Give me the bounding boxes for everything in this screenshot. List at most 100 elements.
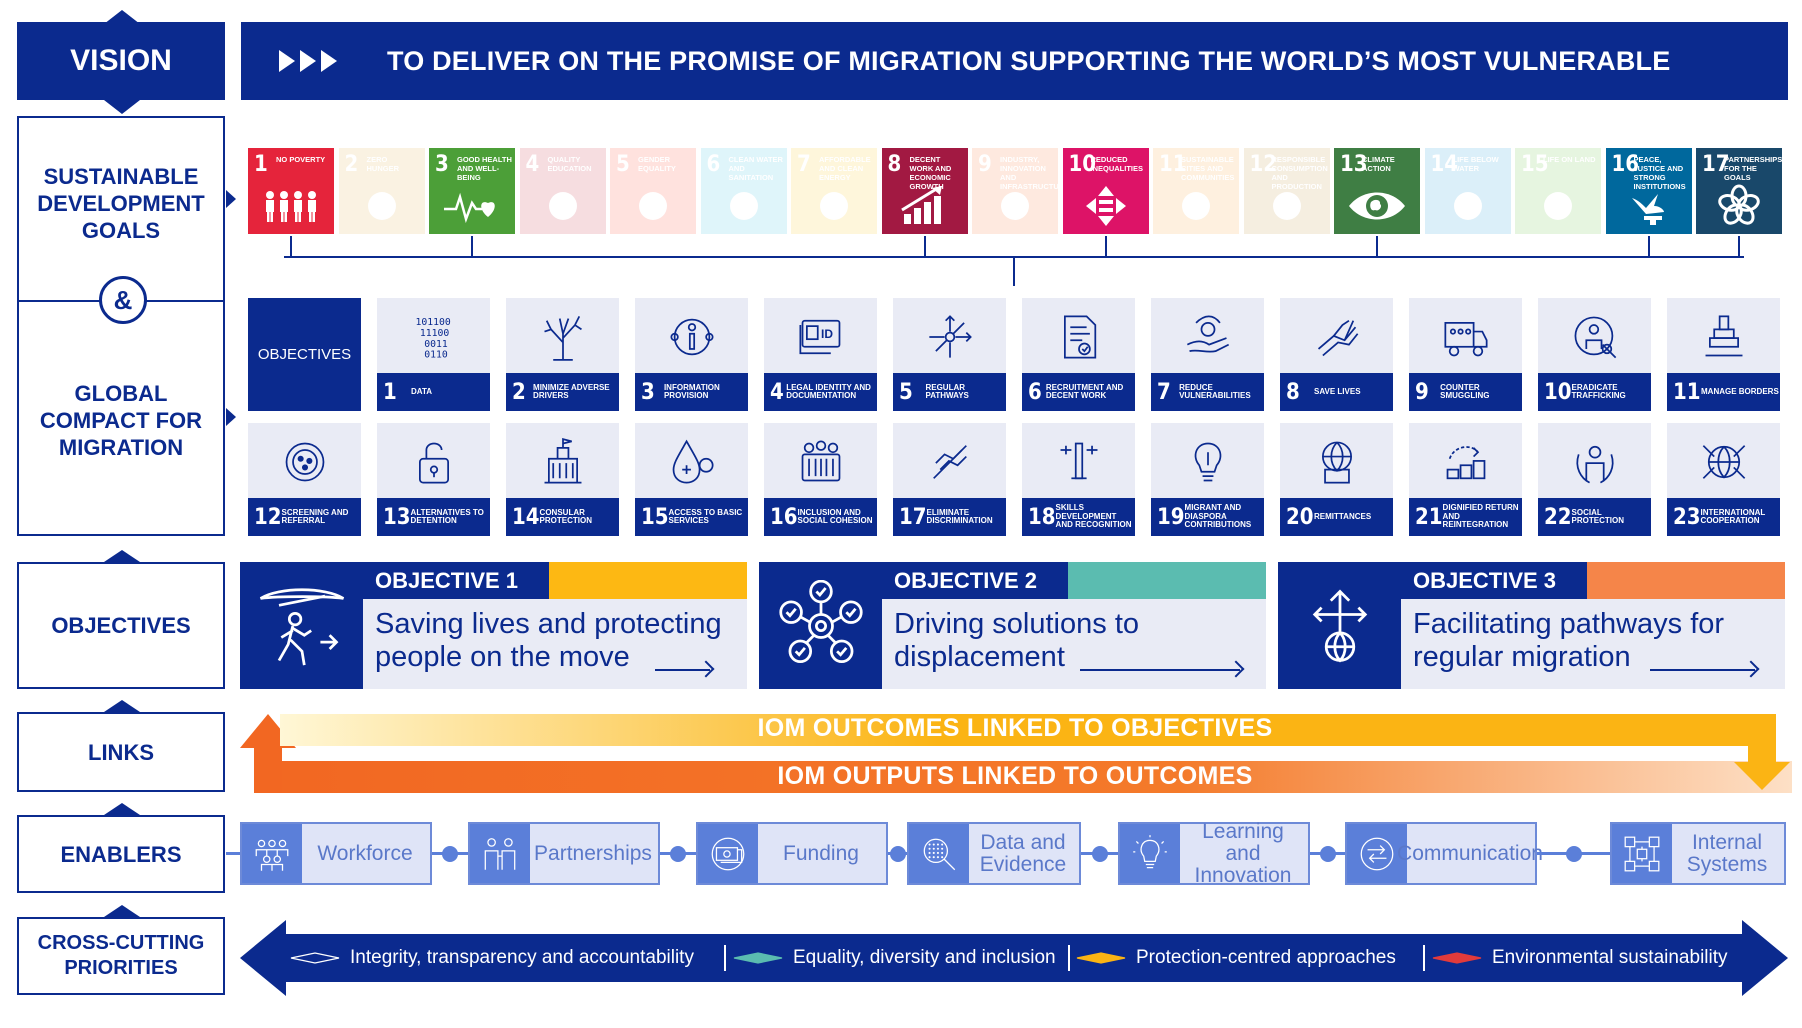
gcm-label: LEGAL IDENTITY AND DOCUMENTATION bbox=[786, 382, 871, 400]
gcm-number: 9 bbox=[1415, 379, 1429, 405]
cross-cutting-label: Equality, diversity and inclusion bbox=[793, 947, 1056, 968]
gcm-objectives-label: OBJECTIVES bbox=[257, 346, 352, 363]
sdg-label: ZERO HUNGER bbox=[366, 155, 400, 173]
gcm-label: ALTERNATIVES TO DETENTION bbox=[410, 507, 484, 525]
objective-card-1: OBJECTIVE 1 Saving lives and protecting … bbox=[240, 562, 747, 689]
truck-icon bbox=[1409, 306, 1522, 368]
gcm-objective-tile-13: 13 ALTERNATIVES TO DETENTION bbox=[377, 423, 490, 536]
id-card-icon: ID bbox=[764, 306, 877, 368]
sun-icon bbox=[801, 184, 867, 228]
cross-cutting-label: Environmental sustainability bbox=[1492, 947, 1728, 968]
enabler-label: Learning and Innovation bbox=[1194, 819, 1292, 887]
partnerships-icon bbox=[470, 824, 530, 883]
cross-cutting-item-1: Integrity, transparency and accountabili… bbox=[290, 943, 694, 973]
lightbulb-icon bbox=[1120, 824, 1180, 883]
cross-cutting-label: Protection-centred approaches bbox=[1136, 947, 1396, 968]
enabler-connector bbox=[226, 852, 240, 855]
enabler-connector-dot bbox=[1565, 846, 1582, 862]
sdg-label: SUSTAINABLE CITIES AND COMMUNITIES bbox=[1181, 155, 1235, 182]
caret-up-icon bbox=[104, 550, 140, 562]
gcm-objective-tile-4: ID 4 LEGAL IDENTITY AND DOCUMENTATION bbox=[764, 298, 877, 411]
gcm-label: INTERNATIONAL COOPERATION bbox=[1700, 507, 1766, 525]
gcm-tile-bar: 17 ELIMINATE DISCRIMINATION bbox=[893, 498, 1006, 536]
helping-hands-icon bbox=[1151, 306, 1264, 368]
arrow-right-icon bbox=[1650, 669, 1755, 671]
sdg-tile-6: 6 CLEAN WATER AND SANITATION bbox=[700, 148, 787, 234]
gcm-label: SOCIAL PROTECTION bbox=[1571, 507, 1624, 525]
gcm-label: SAVE LIVES bbox=[1314, 386, 1361, 396]
gcm-number: 18 bbox=[1028, 504, 1056, 530]
enabler-connector-dot bbox=[670, 846, 686, 862]
funding-icon bbox=[698, 824, 758, 883]
outputs-band bbox=[254, 761, 1792, 793]
gcm-number: 23 bbox=[1673, 504, 1701, 530]
dove-gavel-icon bbox=[1616, 184, 1682, 228]
community-icon bbox=[764, 431, 877, 493]
gcm-number: 10 bbox=[1544, 379, 1572, 405]
no-trafficking-icon bbox=[1538, 306, 1651, 368]
sdg-number: 8 bbox=[887, 152, 902, 177]
caret-up-icon bbox=[104, 10, 140, 24]
gcm-tile-bar: 2 MINIMIZE ADVERSE DRIVERS bbox=[506, 373, 619, 411]
gcm-number: 1 bbox=[383, 379, 397, 405]
diamond-icon bbox=[1432, 952, 1482, 964]
pointer-right-icon bbox=[226, 190, 236, 208]
enabler-connector-dot bbox=[442, 846, 458, 862]
sdg-tile-17: 17 PARTNERSHIPS FOR THE GOALS bbox=[1696, 148, 1782, 234]
info-globe-icon bbox=[635, 306, 748, 368]
gcm-number: 17 bbox=[899, 504, 927, 530]
no-discrimination-icon bbox=[893, 431, 1006, 493]
sdg-tile-15: 15 LIFE ON LAND bbox=[1515, 148, 1601, 234]
gcm-objective-tile-8: 8 SAVE LIVES bbox=[1280, 298, 1393, 411]
cross-cutting-label-box: CROSS-CUTTING PRIORITIES bbox=[17, 917, 225, 995]
cubes-icon bbox=[982, 184, 1048, 228]
sdg-label: GENDER EQUALITY bbox=[638, 155, 676, 173]
sdg-label: SUSTAINABLE DEVELOPMENT GOALS bbox=[37, 164, 205, 243]
enabler-label: Communication bbox=[1397, 841, 1543, 865]
objective-heading: OBJECTIVE 1 bbox=[363, 562, 549, 599]
gcm-tile-bar: 16 INCLUSION AND SOCIAL COHESION bbox=[764, 498, 877, 536]
return-icon bbox=[1409, 431, 1522, 493]
pointer-right-icon bbox=[226, 408, 236, 426]
gcm-label: REGULAR PATHWAYS bbox=[925, 382, 969, 400]
branching-paths-icon bbox=[893, 306, 1006, 368]
diamond-icon bbox=[290, 952, 340, 964]
gcm-label: INFORMATION PROVISION bbox=[663, 382, 720, 400]
cross-cutting-separator bbox=[724, 945, 726, 971]
ampersand-circle: & bbox=[99, 276, 147, 324]
sdg-bracket-tick bbox=[290, 236, 292, 257]
sdg-number: 3 bbox=[435, 152, 449, 177]
objective-heading: OBJECTIVE 3 bbox=[1401, 562, 1587, 599]
enabler-label: Data and Evidence bbox=[979, 830, 1067, 876]
gcm-objective-tile-2: 2 MINIMIZE ADVERSE DRIVERS bbox=[506, 298, 619, 411]
sdg-gcm-label-box: SUSTAINABLE DEVELOPMENT GOALS & GLOBAL C… bbox=[17, 116, 225, 536]
gcm-number: 4 bbox=[770, 379, 784, 405]
book-icon bbox=[530, 184, 596, 228]
objectives-label-box: OBJECTIVES bbox=[17, 562, 225, 689]
gcm-label: GLOBAL COMPACT FOR MIGRATION bbox=[39, 381, 203, 460]
enabler-label: Funding bbox=[783, 841, 859, 865]
people-icon bbox=[258, 184, 324, 228]
down-arrow-icon bbox=[1734, 714, 1790, 790]
links-label: LINKS bbox=[88, 739, 154, 765]
caret-up-icon bbox=[104, 700, 140, 712]
gcm-label: REDUCE VULNERABILITIES bbox=[1179, 382, 1251, 400]
gcm-number: 13 bbox=[383, 504, 411, 530]
sdg-tile-2: 2 ZERO HUNGER bbox=[338, 148, 425, 234]
gcm-label: MINIMIZE ADVERSE DRIVERS bbox=[533, 382, 610, 400]
gcm-tile-bar: 4 LEGAL IDENTITY AND DOCUMENTATION bbox=[764, 373, 877, 411]
gcm-label: CONSULAR PROTECTION bbox=[539, 507, 592, 525]
gcm-label: DIGNIFIED RETURN AND REINTEGRATION bbox=[1442, 503, 1519, 530]
sdg-bracket-tick bbox=[471, 236, 473, 257]
sdg-tile-9: 9 INDUSTRY, INNOVATION AND INFRASTRUCTUR… bbox=[972, 148, 1058, 234]
gcm-tile-bar: 9 COUNTER SMUGGLING bbox=[1409, 373, 1522, 411]
cross-cutting-item-4: Environmental sustainability bbox=[1432, 943, 1728, 973]
gcm-objective-tile-3: 3 INFORMATION PROVISION bbox=[635, 298, 748, 411]
sdg-label: INDUSTRY, INNOVATION AND INFRASTRUCTURE bbox=[1000, 155, 1058, 191]
triple-arrow-icon bbox=[279, 50, 359, 72]
sdg-bracket-tick bbox=[1104, 236, 1107, 257]
objectives-label: OBJECTIVES bbox=[51, 613, 191, 638]
sdg-number: 6 bbox=[706, 152, 721, 177]
arrow-right-icon bbox=[1080, 669, 1240, 671]
diamond-icon bbox=[1076, 952, 1126, 964]
